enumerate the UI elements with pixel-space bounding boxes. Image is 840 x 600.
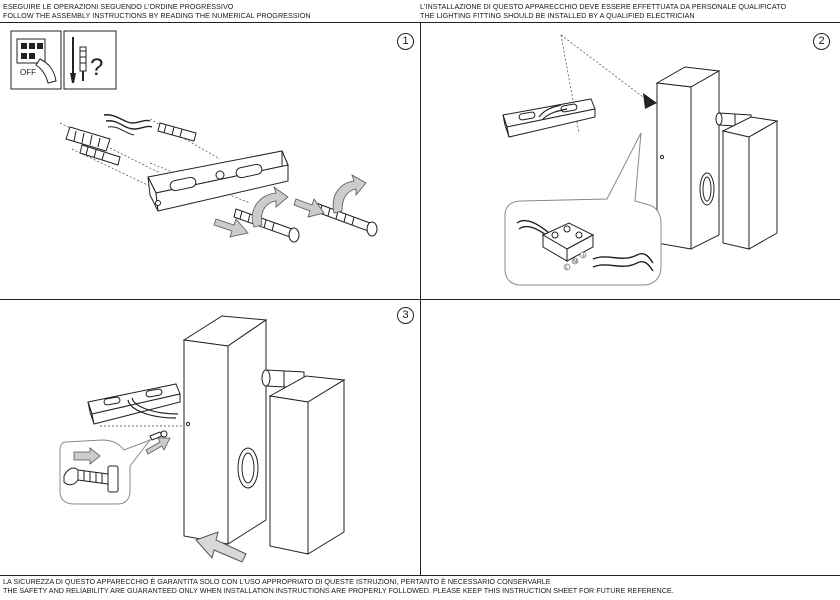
footer-line2: THE SAFETY AND RELIABILITY ARE GUARANTEE… [3,586,674,595]
mounting-bracket-icon [147,150,289,212]
step-2-panel: L N ⏚ [421,23,840,299]
step-number-1: 1 [397,33,414,50]
terminal-letter-n: N [573,259,577,265]
header-left-line1: ESEGUIRE LE OPERAZIONI SEGUENDO L'ORDINE… [3,2,234,11]
header-right-line2: THE LIGHTING FITTING SHOULD BE INSTALLED… [420,11,695,20]
screw-icon [233,202,378,243]
wall-plug-icon [65,122,197,166]
header-left-line2: FOLLOW THE ASSEMBLY INSTRUCTIONS BY READ… [3,11,311,20]
mounting-bracket-icon [502,98,596,138]
step-2-illustration: L N ⏚ [502,34,779,286]
push-arrow-icon [195,531,247,563]
direction-pointer-icon [643,93,657,109]
electric-cable-icon [538,104,568,120]
wiring-callout: L N ⏚ [504,132,662,286]
screw-detail-callout [59,438,152,505]
question-mark: ? [90,54,103,81]
step-1-panel: OFF ? [0,23,420,299]
terminal-block-icon [541,222,595,262]
screw-icon [149,430,168,441]
electric-cable-icon [103,114,153,136]
terminal-letter-l: L [565,265,568,271]
electric-cable-icon [127,397,179,419]
header-right-line1: L'INSTALLAZIONE DI QUESTO APPARECCHIO DE… [420,2,787,11]
wall-light-fixture [182,315,346,555]
power-off-icon: OFF [10,30,62,90]
tools-question-icon: ? [63,30,117,90]
step-4-panel [421,300,840,575]
push-arrow-icon [73,447,101,465]
footer: LA SICUREZZA DI QUESTO APPARECCHIO È GAR… [3,577,674,595]
push-arrow-icon [213,198,325,238]
step-3-illustration [59,315,346,563]
wall-light-fixture [655,66,779,250]
step-number-3: 3 [397,307,414,324]
footer-line1: LA SICUREZZA DI QUESTO APPARECCHIO È GAR… [3,577,551,586]
step-3-panel [0,300,420,575]
push-arrow-icon [145,437,171,455]
step-1-illustration: OFF ? [10,30,378,243]
rotate-arrow-icon [251,174,367,228]
off-label: OFF [20,68,36,77]
step-number-2: 2 [813,33,830,50]
center-divider [420,22,421,575]
header-right: L'INSTALLAZIONE DI QUESTO APPARECCHIO DE… [420,2,786,20]
terminal-letter-earth: ⏚ [581,252,586,259]
header-left: ESEGUIRE LE OPERAZIONI SEGUENDO L'ORDINE… [3,2,311,20]
mounting-bracket-icon [87,383,181,425]
bottom-rule [0,575,840,576]
